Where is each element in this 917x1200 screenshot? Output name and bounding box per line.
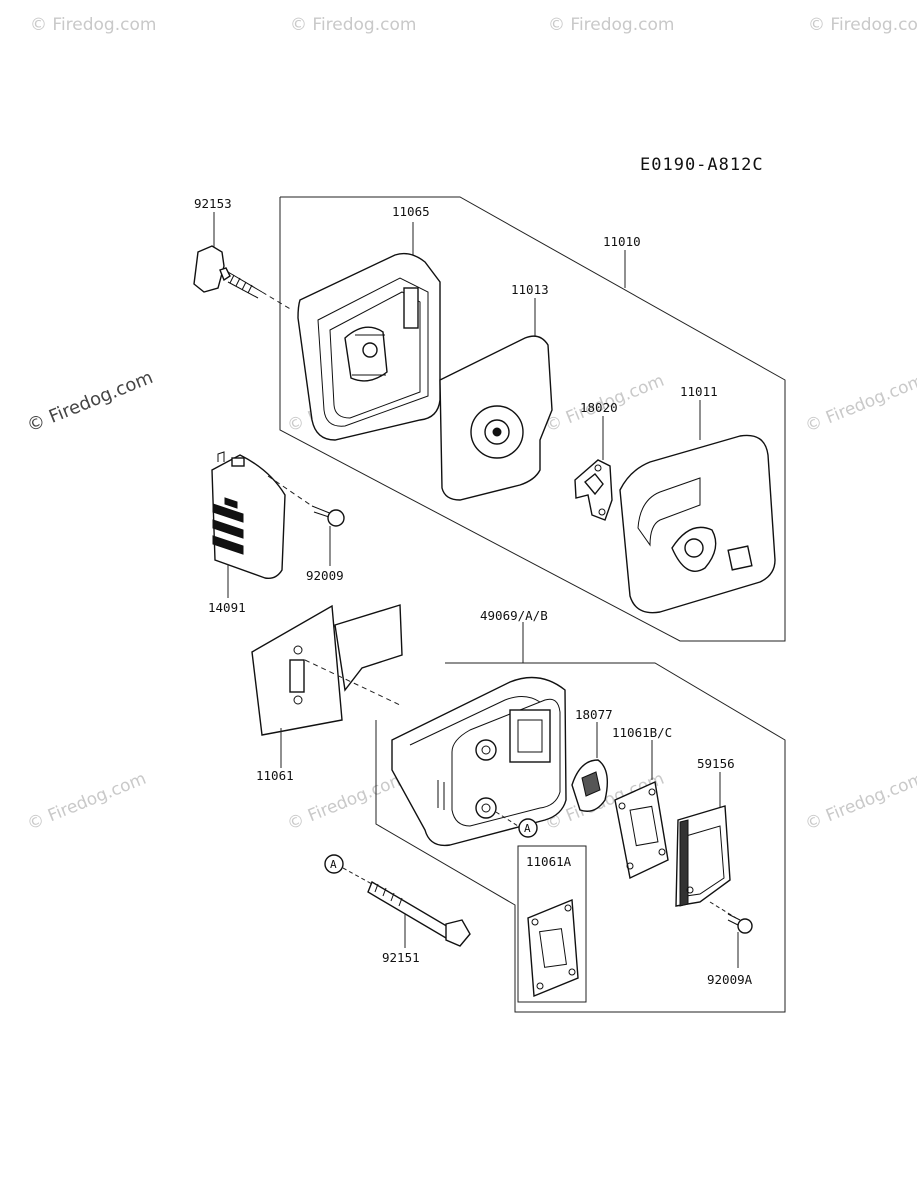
label-11065: 11065: [392, 204, 430, 219]
label-11013: 11013: [511, 282, 549, 297]
label-59156: 59156: [697, 756, 735, 771]
part-92009-screw: [311, 505, 345, 566]
part-14091-guard: [211, 451, 313, 598]
part-11061-gasket: [251, 604, 403, 768]
part-11065-cover: [297, 222, 441, 441]
label-49069: 49069/A/B: [480, 608, 548, 623]
watermark-low-2: © Firedog.com: [284, 769, 409, 835]
label-11010: 11010: [603, 234, 641, 249]
watermark-mid-3: © Firedog.com: [802, 371, 917, 437]
part-18077-screen: [571, 722, 608, 812]
part-11011-case: [619, 400, 776, 614]
label-92153: 92153: [194, 196, 232, 211]
watermark-left: © Firedog.com: [24, 367, 156, 437]
part-92153-wing-bolt: [193, 212, 293, 311]
part-49069-muffler: [391, 676, 567, 847]
label-92009: 92009: [306, 568, 344, 583]
label-11011: 11011: [680, 384, 718, 399]
part-59156-cover: [675, 772, 737, 919]
muffler-assembly-outline: [375, 622, 786, 1013]
ref-marker-a-lower: A: [324, 854, 373, 885]
svg-text:A: A: [330, 858, 337, 871]
part-11061A-gasket-inset: [517, 845, 587, 1003]
watermark-top-4: © Firedog.com: [808, 15, 917, 35]
assembly-11010-boundary: [279, 196, 786, 642]
part-92009A-screw: [727, 913, 753, 968]
label-92009A: 92009A: [707, 972, 753, 987]
svg-text:A: A: [524, 822, 531, 835]
part-18020-bracket: [574, 416, 613, 521]
watermark-top-1: © Firedog.com: [30, 15, 156, 35]
air-cleaner-assembly-outline: [279, 196, 786, 642]
label-14091: 14091: [208, 600, 246, 615]
watermark-top-3: © Firedog.com: [548, 15, 674, 35]
watermark-top-2: © Firedog.com: [290, 15, 416, 35]
ref-marker-a-upper: A: [518, 818, 538, 838]
watermark-low-4: © Firedog.com: [802, 769, 917, 835]
part-11013-filter-element: [439, 298, 553, 501]
label-92151: 92151: [382, 950, 420, 965]
part-92151-bolt: [367, 880, 471, 948]
label-18077: 18077: [575, 707, 613, 722]
part-11061BC-gasket: [614, 740, 669, 880]
watermark-low-1: © Firedog.com: [24, 769, 149, 835]
label-11061A: 11061A: [526, 854, 572, 869]
label-18020: 18020: [580, 400, 618, 415]
diagram-code: E0190-A812C: [640, 155, 764, 175]
label-11061BC: 11061B/C: [612, 725, 672, 740]
label-11061: 11061: [256, 768, 294, 783]
